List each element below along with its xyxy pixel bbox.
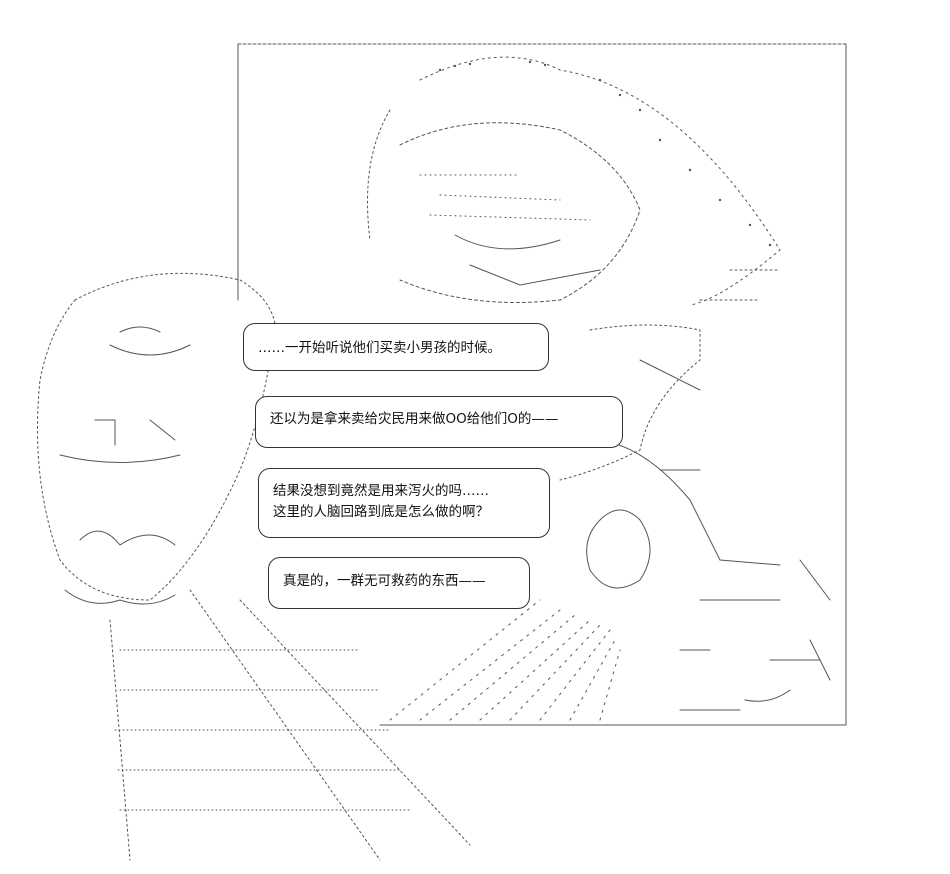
- speech-bubble-4: 真是的，一群无可救药的东西——: [268, 557, 530, 609]
- bubble-1-line-1: ……一开始听说他们买卖小男孩的时候。: [258, 340, 501, 356]
- speech-bubble-3: 结果没想到竟然是用来泻火的吗…… 这里的人脑回路到底是怎么做的啊？: [258, 468, 550, 538]
- bubble-2-line-1: 还以为是拿来卖给灾民用来做OO给他们O的——: [270, 411, 559, 427]
- speech-bubble-1: ……一开始听说他们买卖小男孩的时候。: [243, 323, 549, 371]
- bubble-3-line-1: 结果没想到竟然是用来泻火的吗……: [273, 483, 489, 499]
- bubble-4-line-1: 真是的，一群无可救药的东西——: [283, 573, 486, 589]
- bubble-3-line-2: 这里的人脑回路到底是怎么做的啊？: [273, 504, 489, 520]
- speech-bubble-2: 还以为是拿来卖给灾民用来做OO给他们O的——: [255, 396, 623, 448]
